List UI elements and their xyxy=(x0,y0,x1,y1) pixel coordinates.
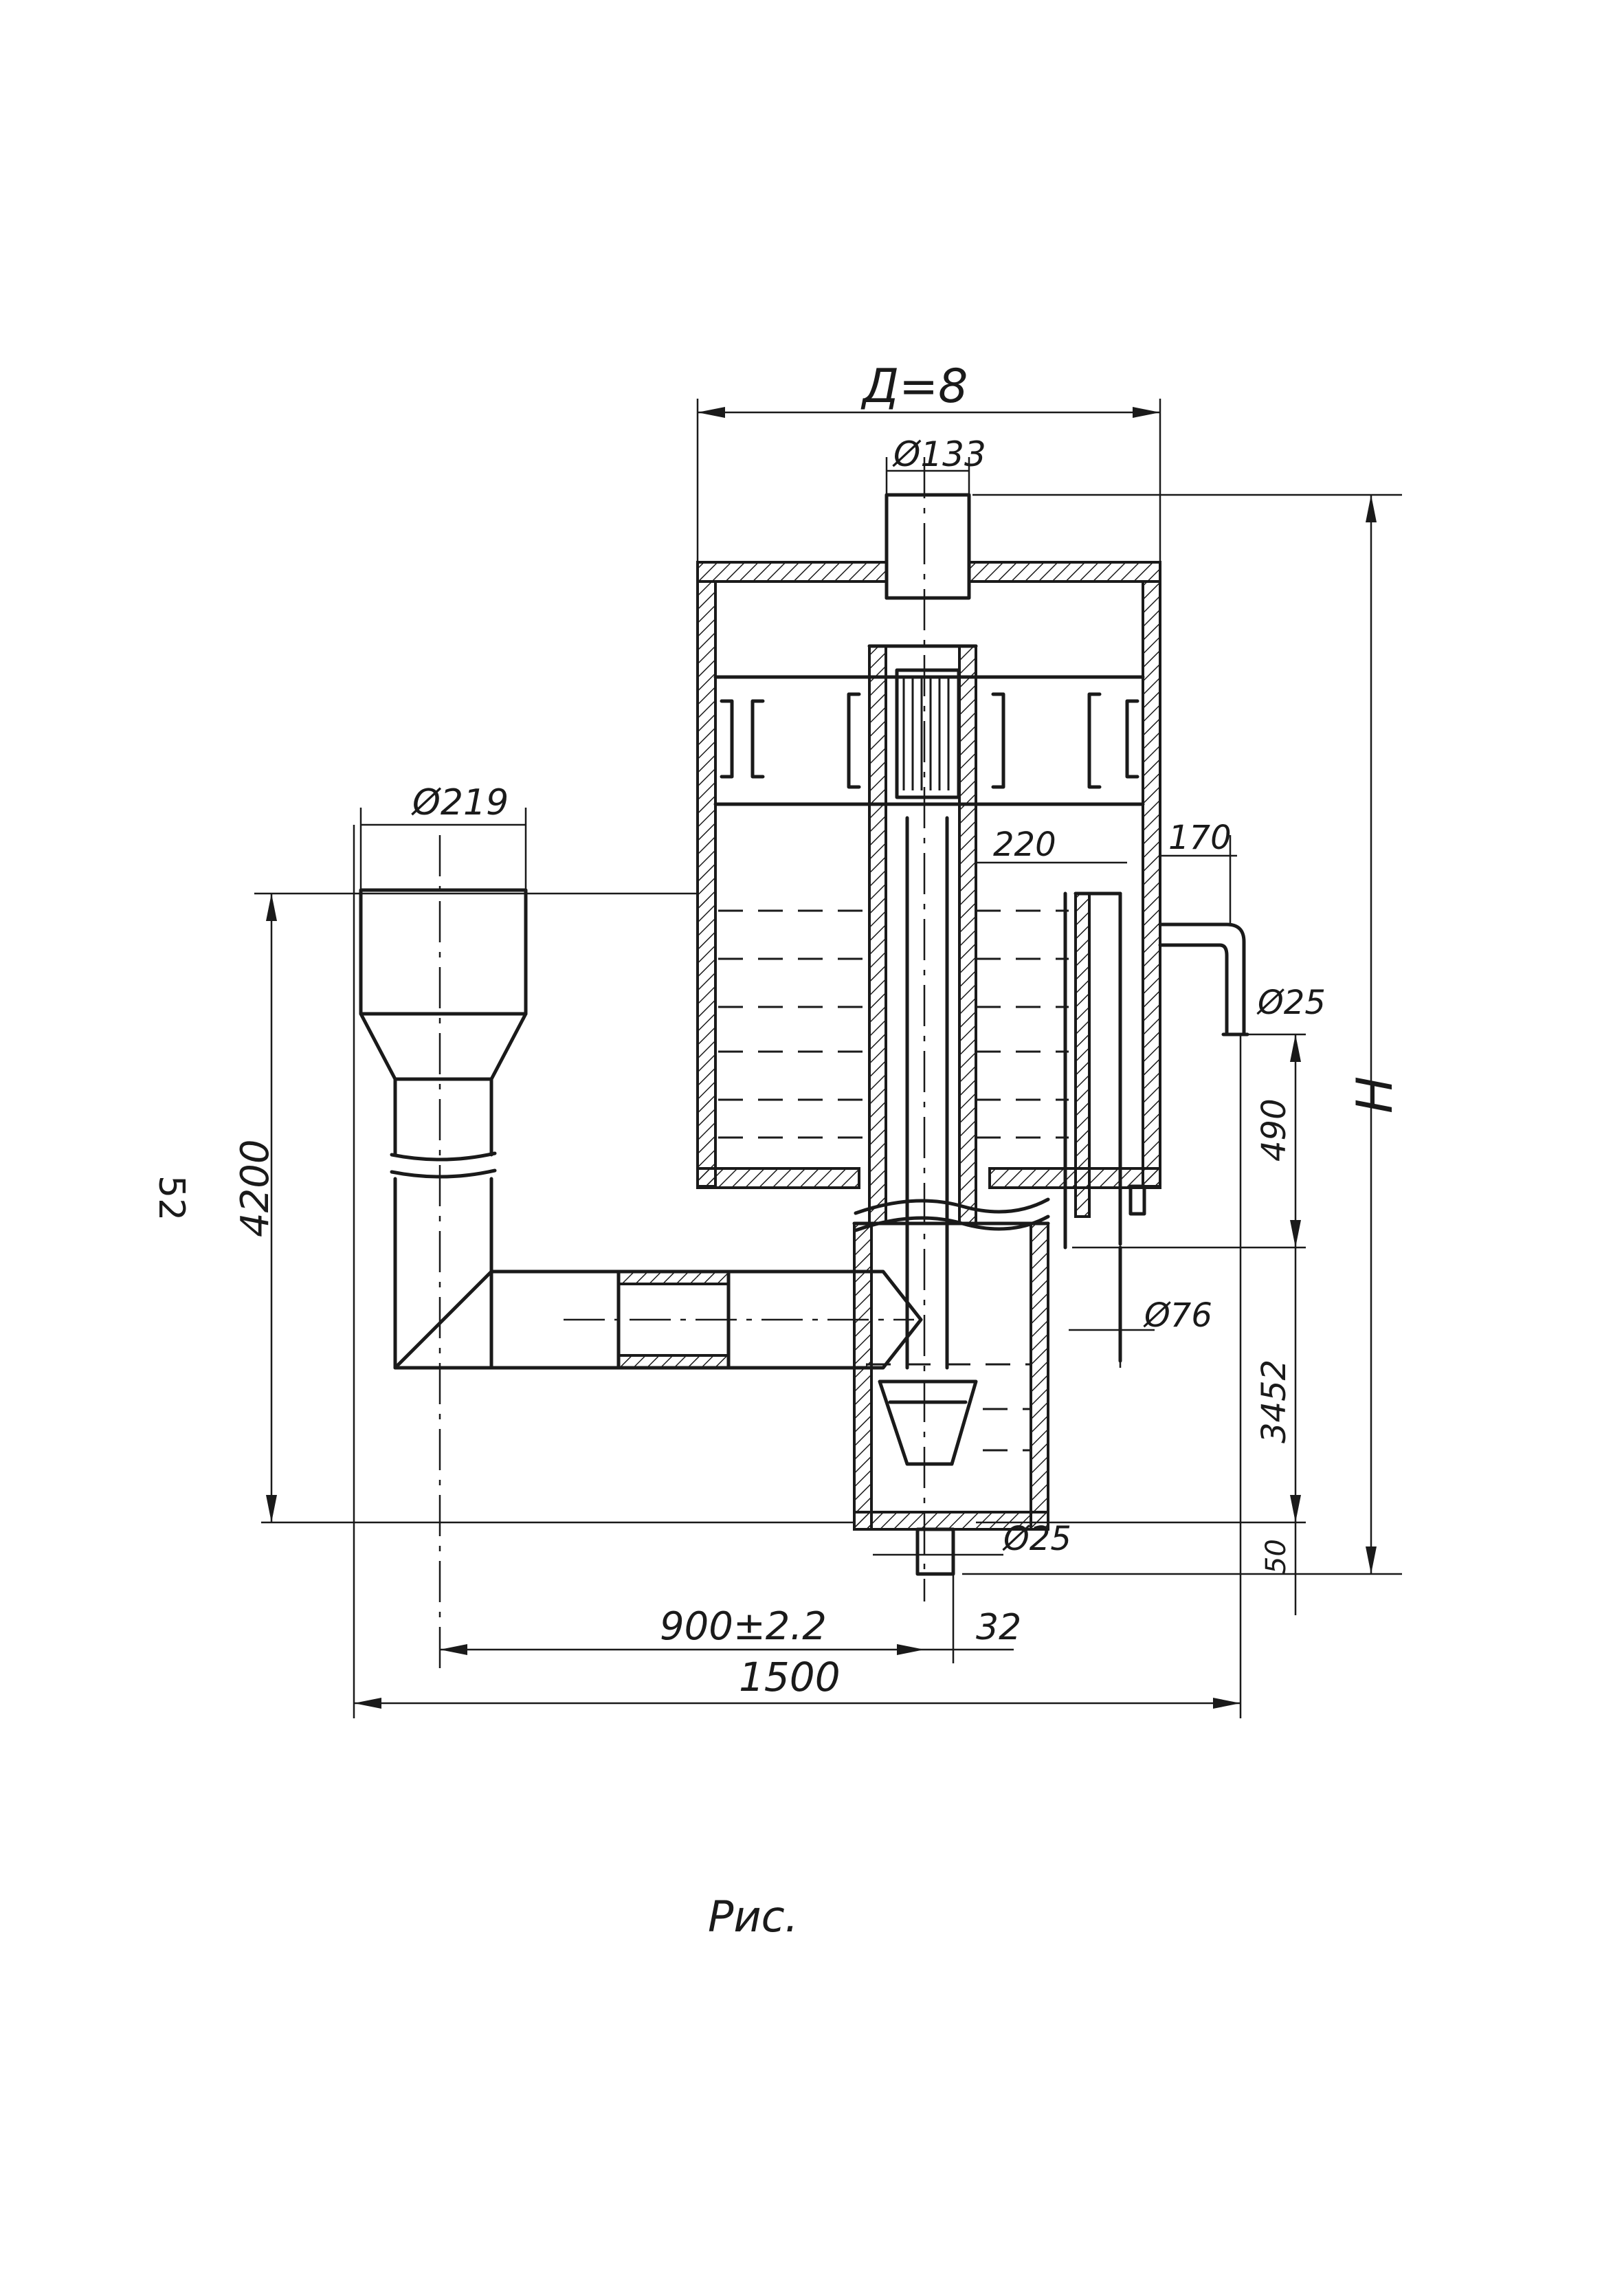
label-height-h: H xyxy=(1346,1076,1403,1113)
central-column xyxy=(867,457,978,1601)
lower-sump xyxy=(852,891,1122,1576)
label-vertical-3452: 3452 xyxy=(1255,1360,1293,1443)
bottom-drain xyxy=(915,1527,955,1576)
label-gas-pipe-diameter: Ø76 xyxy=(1143,1296,1212,1335)
vessel-wall-right xyxy=(1142,580,1161,1188)
label-inlet-diameter: Ø219 xyxy=(411,782,509,823)
label-top-nozzle-diameter: Ø133 xyxy=(892,434,986,474)
baffle-3 xyxy=(847,692,861,789)
inlet-cone xyxy=(359,1012,528,1081)
inlet-pipe xyxy=(359,835,923,1677)
vessel-lid-left xyxy=(696,561,888,583)
label-bottom-drain-diameter: Ø25 xyxy=(1002,1520,1071,1558)
side-outlet-pipe xyxy=(1158,922,1246,1036)
column-wall-left xyxy=(868,645,887,1225)
inlet-elbow xyxy=(393,1269,923,1370)
column-wall-right xyxy=(958,645,977,1225)
inlet-break-top xyxy=(390,1151,497,1162)
sump-wall-left xyxy=(853,1222,873,1531)
label-horizontal-900: 900±2.2 xyxy=(660,1604,827,1649)
vessel-lid-right xyxy=(968,561,1161,583)
label-side-pipe-diameter: Ø25 xyxy=(1256,984,1326,1022)
water-level xyxy=(718,909,1069,1139)
vessel-bottom-outlet xyxy=(1128,1184,1146,1216)
baffle-1 xyxy=(720,699,734,779)
figure-caption: Рис. xyxy=(708,1892,798,1942)
label-horizontal-32: 32 xyxy=(976,1607,1021,1648)
label-left-height-4200: 4200 xyxy=(233,1139,278,1237)
label-vertical-490: 490 xyxy=(1255,1098,1293,1162)
label-offset-170: 170 xyxy=(1168,819,1232,857)
main-vessel xyxy=(696,493,1249,1246)
baffle-6 xyxy=(1125,699,1139,779)
label-offset-220: 220 xyxy=(993,825,1056,864)
label-vertical-50: 50 xyxy=(1260,1539,1292,1574)
dimension-labels: Д=8 Ø133 Ø219 220 170 Ø25 H 490 Ø76 3452… xyxy=(233,359,1403,1700)
dimension-lines xyxy=(254,399,1402,1718)
inlet-insert-bottom xyxy=(617,1354,730,1369)
inlet-insert xyxy=(617,1270,730,1285)
cone-separator xyxy=(878,1379,978,1466)
louver-element xyxy=(895,668,961,799)
label-overall-width-1500: 1500 xyxy=(739,1654,841,1700)
vessel-bottom xyxy=(696,1167,860,1189)
label-overall-diameter: Д=8 xyxy=(860,359,968,414)
baffle-4 xyxy=(991,692,1005,789)
inlet-wide-section xyxy=(359,888,528,1016)
top-nozzle xyxy=(885,493,971,600)
page-number: 52 xyxy=(151,1175,192,1221)
vessel-wall-left xyxy=(696,580,717,1188)
sump-wall-right xyxy=(1030,1222,1049,1531)
baffle-5 xyxy=(1087,692,1102,789)
sump-bottom xyxy=(853,1511,1049,1531)
inlet-break-bottom xyxy=(390,1168,497,1179)
section-break xyxy=(854,1197,1050,1215)
inner-pipe-wall xyxy=(1074,892,1091,1218)
baffle-2 xyxy=(750,699,765,779)
